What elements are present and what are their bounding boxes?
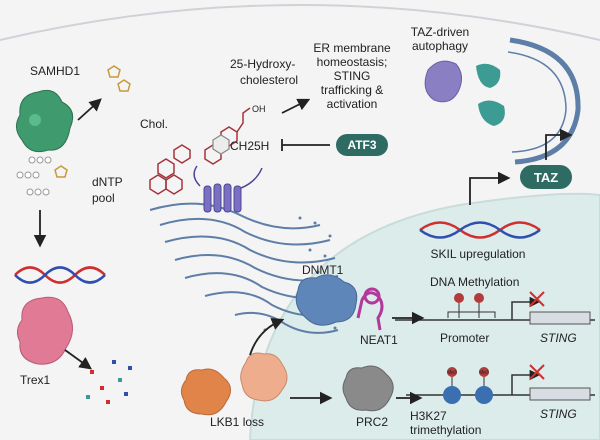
arrow-taz-autophagy <box>545 128 573 160</box>
sting-gene-box-1 <box>529 311 591 325</box>
nucleosome-2 <box>475 386 493 404</box>
membrane-protein <box>203 183 242 213</box>
taz-pill <box>520 165 572 189</box>
hydroxy-label-2: cholesterol <box>240 73 298 87</box>
autophagy-teal-protein-2 <box>478 100 505 126</box>
dna-methylation-label: DNA Methylation <box>430 275 519 289</box>
er-label-2: homeostasis; <box>317 55 388 69</box>
dntp-sugar-icon <box>54 165 68 178</box>
arrow-skil-taz <box>469 171 511 205</box>
ring-gray <box>212 134 230 155</box>
er-label-5: activation <box>327 97 378 111</box>
skil-label: SKIL upregulation <box>431 247 526 261</box>
dna-strand-blue-left <box>14 266 106 284</box>
trex1-label: Trex1 <box>20 373 51 387</box>
oh-label: OH <box>252 104 266 114</box>
tss-arrow-1 <box>511 296 541 320</box>
h3k27-label-1: H3K27 <box>410 409 447 423</box>
nucleosome-1 <box>443 386 461 404</box>
arrow-trex1-fragments <box>64 349 93 370</box>
cholesterol-icon <box>149 144 191 195</box>
dntp-chain <box>16 156 52 196</box>
autophagy-purple-protein <box>424 60 462 103</box>
chol-label: Chol. <box>140 117 168 131</box>
dntp-label-2: pool <box>92 191 115 205</box>
prc2-label: PRC2 <box>356 415 388 429</box>
promoter-bracket <box>447 311 496 318</box>
me3-label-2: Me3 <box>479 370 489 376</box>
methyl-mark-1 <box>454 293 464 303</box>
protein-loops <box>193 165 263 189</box>
me3-mark-2 <box>479 367 489 377</box>
er-label-3: STING <box>334 69 371 83</box>
samhd1-protein <box>16 89 74 153</box>
er-label-4: trafficking & <box>321 83 383 97</box>
methyl-mark-2 <box>474 293 484 303</box>
dntp-icon-top <box>107 65 131 92</box>
sting-label-2: STING <box>540 407 577 421</box>
atf3-label: ATF3 <box>347 138 376 152</box>
neat1-loop <box>363 287 381 305</box>
taz-driven-label-2: autophagy <box>412 39 468 53</box>
me3-mark-1 <box>447 367 457 377</box>
cell-membrane <box>0 4 600 41</box>
samhd1-label: SAMHD1 <box>30 64 80 78</box>
autophagy-teal-protein-1 <box>476 63 501 88</box>
samhd1-highlight <box>29 114 41 126</box>
neat1-label: NEAT1 <box>360 333 398 347</box>
lkb1-protein-a <box>180 368 231 416</box>
er-label-1: ER membrane <box>313 41 391 55</box>
dna-strand-red-skil <box>419 221 541 239</box>
dntp-label-1: dNTP <box>92 175 123 189</box>
dna-strand-red-left <box>14 266 106 284</box>
dnmt1-protein <box>295 274 358 326</box>
sting-gene-box-2 <box>529 387 591 401</box>
repressed-mark-2 <box>529 364 545 380</box>
repressed-mark-1 <box>529 291 545 307</box>
lkb1-label: LKB1 loss <box>210 415 264 429</box>
atf3-pill <box>336 134 388 156</box>
autophagosome-inner <box>507 51 567 153</box>
taz-label: TAZ <box>534 170 558 185</box>
dna-strand-blue-skil <box>419 221 541 239</box>
dna-fragments <box>86 360 132 404</box>
tss-arrow-2 <box>511 369 541 395</box>
arrow-samhd1-dntp <box>77 98 102 121</box>
arrow-hydroxy-er <box>281 98 311 114</box>
taz-driven-label-1: TAZ-driven <box>411 25 469 39</box>
sting-label-1: STING <box>540 331 577 345</box>
lkb1-protein-b <box>240 352 288 402</box>
inhibit-atf3-ch25h <box>281 139 330 151</box>
prc2-protein <box>342 365 394 412</box>
me3-label-1: Me3 <box>447 370 457 376</box>
trex1-protein <box>16 296 73 365</box>
ch25h-label: CH25H <box>230 139 269 153</box>
hydroxy-label-1: 25-Hydroxy- <box>230 57 295 71</box>
promoter-label: Promoter <box>440 331 489 345</box>
arrow-lkb1-dnmt1 <box>249 318 285 356</box>
dnmt1-label: DNMT1 <box>302 263 344 277</box>
h3k27-label-2: trimethylation <box>410 423 481 437</box>
